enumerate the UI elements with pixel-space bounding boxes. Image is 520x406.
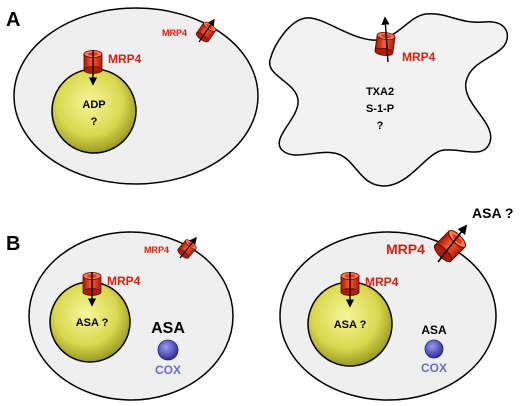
panel-b-letter: B (6, 233, 20, 255)
cytosol-asa-label: ASA (421, 323, 447, 337)
cox-enzyme (424, 339, 444, 359)
membrane-export-arrow (198, 18, 215, 43)
membrane-mrp4-label: MRP4 (144, 245, 169, 255)
activated-cell-membrane (269, 13, 509, 187)
granule-mrp4-label: MRP4 (107, 274, 141, 288)
cox-label: COX (421, 361, 447, 375)
activated-mrp4-label: MRP4 (402, 50, 436, 64)
exported-asa-label: ASA ? (472, 205, 513, 221)
panel-a-activated-cell: MRP4 TXA2 S-1-P ? (269, 13, 509, 187)
mediator-txa2: TXA2 (366, 86, 394, 98)
granule-asa-label: ASA ? (76, 317, 109, 329)
activated-export-arrow (381, 16, 390, 63)
panel-a-letter: A (6, 9, 20, 31)
panel-b-right-cell: ASA ? MRP4 MRP4 ASA ? ASA COX (279, 205, 513, 401)
cell-membrane (13, 7, 259, 185)
panel-b-left-cell: ASA ? MRP4 MRP4 ASA COX (28, 231, 234, 401)
granule-mrp4-label: MRP4 (108, 52, 142, 66)
mediator-question-mark: ? (377, 120, 384, 132)
cox-label: COX (155, 363, 181, 377)
membrane-mrp4-label: MRP4 (162, 28, 187, 38)
dense-granule (51, 68, 137, 154)
activated-mrp4-transporter (373, 30, 397, 58)
mediator-s1p: S-1-P (366, 103, 394, 115)
granule-question-mark: ? (91, 116, 98, 128)
granule-content-label: ADP (82, 99, 105, 111)
panel-a-resting-cell: ADP ? MRP4 MRP4 (13, 7, 259, 185)
membrane-export-arrow (179, 236, 197, 259)
cytosol-asa-label: ASA (151, 320, 185, 337)
cox-enzyme (157, 339, 179, 361)
granule-mrp4-label: MRP4 (365, 275, 399, 289)
granule-asa-label: ASA ? (334, 319, 367, 331)
membrane-export-arrow (437, 224, 468, 263)
membrane-mrp4-label: MRP4 (386, 241, 425, 257)
